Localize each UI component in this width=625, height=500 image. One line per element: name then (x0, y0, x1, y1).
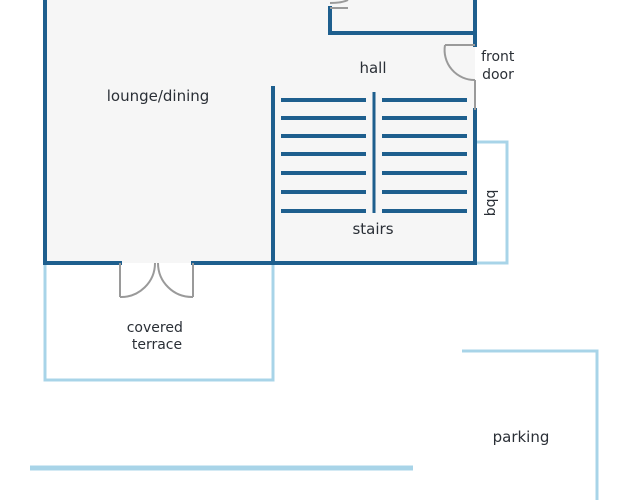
label-front-door-line1: front (481, 49, 515, 65)
stair-treads-right (382, 98, 467, 213)
stairs-symbol (281, 92, 467, 213)
stair-treads-left (281, 98, 366, 213)
front-door-symbol (443, 44, 476, 110)
interior-floor (45, 0, 475, 263)
walls (43, 0, 477, 265)
label-stairs: stairs (352, 220, 393, 238)
label-bbq: bbq (483, 190, 499, 217)
upper-door-swing (329, 0, 349, 4)
label-front-door: front door (481, 49, 519, 83)
label-front-door-line2: door (482, 67, 514, 83)
label-hall: hall (359, 59, 386, 77)
label-covered-terrace-line2: terrace (132, 337, 182, 353)
bbq-area-outline (475, 140, 509, 265)
terrace-double-door (119, 262, 194, 299)
parking-outline (462, 349, 599, 500)
label-covered-terrace: covered terrace (127, 320, 188, 353)
label-covered-terrace-line1: covered (127, 320, 183, 336)
label-lounge-dining: lounge/dining (107, 87, 210, 105)
covered-terrace-outline (43, 263, 275, 382)
label-parking: parking (493, 428, 550, 446)
